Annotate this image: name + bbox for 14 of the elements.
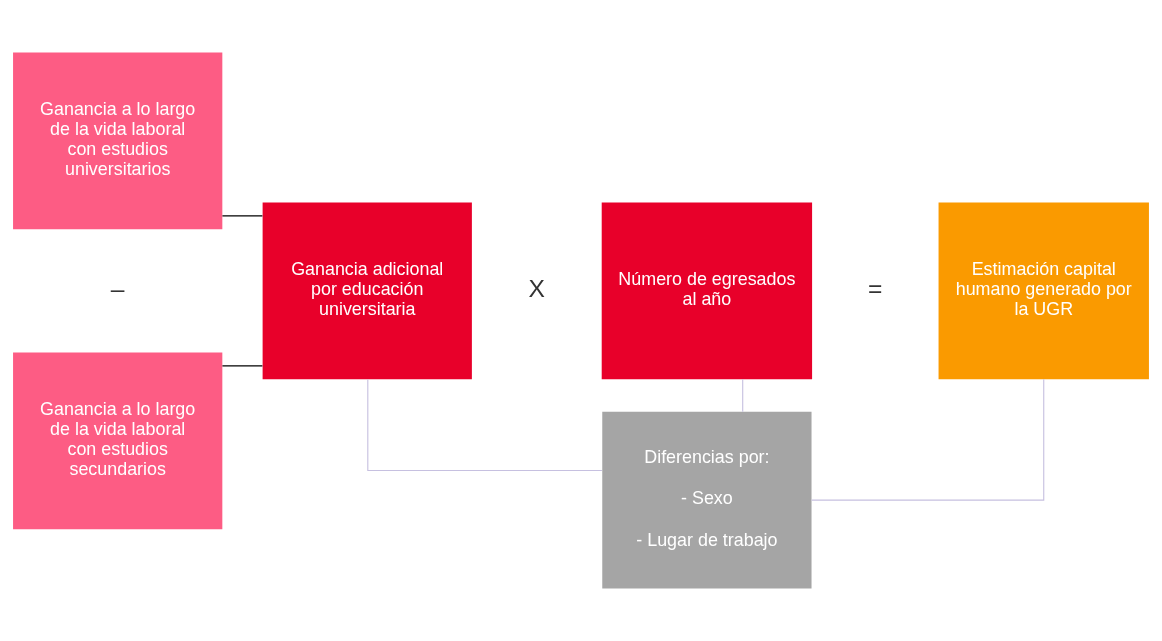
label: X bbox=[528, 275, 546, 303]
node-box: Ganancia a lo largo de la vida laboral con estudios secundarios bbox=[13, 352, 223, 530]
node-box: Ganancia adicional por educación universitaria bbox=[262, 202, 472, 380]
node-box: Número de egresados al año bbox=[601, 202, 813, 380]
connector bbox=[367, 379, 603, 471]
node-box: Estimación capital humano generado por la UGR bbox=[938, 202, 1149, 380]
connector bbox=[221, 215, 263, 217]
node-box: Ganancia a lo largo de la vida laboral con estudios universitarios bbox=[13, 52, 223, 230]
connector bbox=[811, 378, 1045, 501]
connector bbox=[742, 378, 744, 413]
label: – bbox=[110, 275, 125, 303]
connector bbox=[221, 365, 263, 367]
label: = bbox=[868, 275, 883, 303]
node-box: Diferencias por: - Sexo - Lugar de trabajo bbox=[602, 411, 812, 589]
